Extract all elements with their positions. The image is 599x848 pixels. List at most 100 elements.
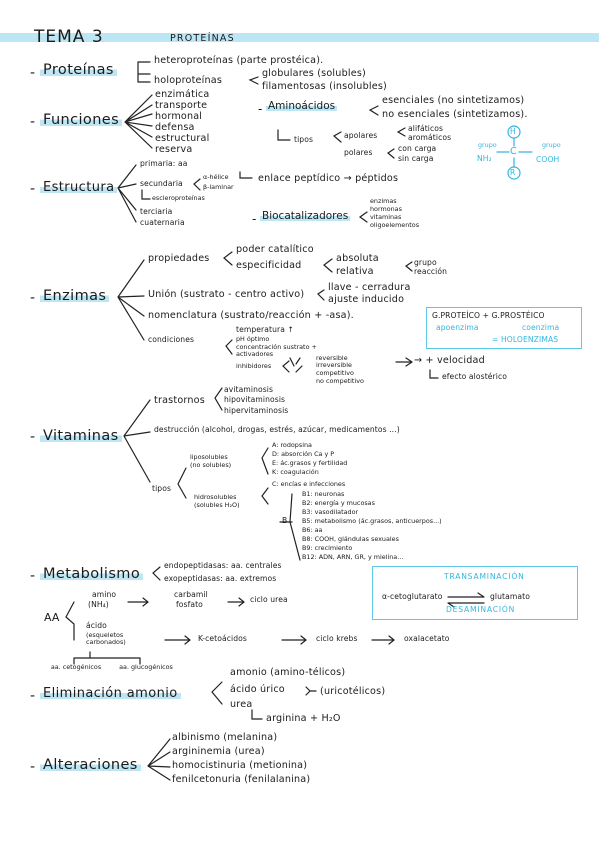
proteinas-item: filamentosas (insolubles) bbox=[262, 81, 387, 92]
vitaminas-tipos: tipos bbox=[152, 484, 172, 493]
esqueletos-label: (esqueletos carbonados) bbox=[86, 631, 126, 646]
lipo-vitamin: K: coagulación bbox=[272, 468, 319, 476]
union-item: llave - cerradura bbox=[328, 282, 411, 293]
relativa-reaccion: reacción bbox=[414, 267, 447, 276]
especificidad-absoluta: absoluta bbox=[336, 253, 379, 264]
enlace-peptidico: enlace peptídico → péptidos bbox=[258, 173, 399, 184]
polares-item: sin carga bbox=[398, 154, 434, 163]
box-line1: G.PROTEÍCO + G.PROSTÉICO bbox=[432, 311, 545, 320]
polares-item: con carga bbox=[398, 144, 437, 153]
vitaminas-heading: Vitaminas bbox=[40, 428, 122, 444]
box-coenzima: coenzima bbox=[522, 323, 560, 332]
aa-h: H bbox=[510, 127, 516, 136]
estructura-primaria: primaria: aa bbox=[140, 159, 188, 168]
lipo-vitamin: E: ác.grasos y fertilidad bbox=[272, 459, 348, 467]
acido-label: ácido bbox=[86, 621, 107, 630]
nh4-label: (NH₄) bbox=[88, 600, 109, 609]
vitamina-b: B3: vasodilatador bbox=[302, 508, 359, 516]
vitamina-b: B2: energía y mucosas bbox=[302, 499, 375, 507]
alteraciones-heading: Alteraciones bbox=[40, 757, 141, 773]
metabolismo-heading: Metabolismo bbox=[40, 566, 144, 582]
vitamina-c: C: encías e infecciones bbox=[272, 480, 346, 488]
aa-label: AA bbox=[44, 611, 60, 624]
condicion-item: activadores bbox=[236, 350, 274, 358]
funciones-heading: Funciones bbox=[40, 112, 123, 128]
biocat-item: vitaminas bbox=[370, 213, 402, 221]
inhibidores-label: inhibidores bbox=[236, 362, 272, 370]
inhibidor-item: no competitivo bbox=[316, 377, 364, 385]
polares-label: polares bbox=[344, 148, 373, 157]
glutamato: glutamato bbox=[490, 592, 530, 601]
union-item: ajuste inducido bbox=[328, 294, 405, 305]
oxalacetato: oxalacetato bbox=[404, 634, 450, 643]
aa-cooh: COOH bbox=[536, 155, 560, 164]
alteracion-item: fenilcetonuria (fenilalanina) bbox=[172, 774, 311, 785]
condicion-item: pH óptimo bbox=[236, 335, 270, 343]
carbamil-label: carbamil bbox=[174, 590, 208, 599]
uricotelicos: (uricotélicos) bbox=[320, 686, 386, 697]
vitamina-b-letter: B bbox=[282, 516, 288, 525]
liposolubles-sub: (no solubles) bbox=[190, 461, 232, 469]
vitamina-b: B12: ADN, ARN, GR, y mielina... bbox=[302, 553, 404, 561]
transaminacion: TRANSAMINACIÓN bbox=[444, 572, 525, 581]
estructura-heading: Estructura bbox=[40, 180, 118, 195]
funciones-item: enzimática bbox=[155, 89, 210, 100]
vitamina-b: B5: metabolismo (ác.grasos, anticuerpos.… bbox=[302, 517, 442, 525]
proteinas-item: heteroproteínas (parte prostéica). bbox=[154, 55, 324, 66]
vitamina-b: B9: crecimiento bbox=[302, 544, 353, 552]
desaminacion: DESAMINACIÓN bbox=[446, 605, 516, 614]
box-apoenzima: apoenzima bbox=[436, 323, 479, 332]
trastorno-item: avitaminosis bbox=[224, 385, 274, 394]
box-holoenzimas: = HOLOENZIMAS bbox=[492, 335, 559, 344]
secundaria-item: β-laminar bbox=[203, 183, 234, 191]
arginina: arginina + H₂O bbox=[266, 713, 341, 724]
biocat-item: enzimas bbox=[370, 197, 397, 205]
topic-title: PROTEÍNAS bbox=[170, 33, 235, 44]
aa-type: no esenciales (sintetizamos). bbox=[382, 109, 528, 120]
poder-catalitico: poder catalítico bbox=[236, 244, 314, 255]
inhibidor-item: competitivo bbox=[316, 369, 354, 377]
velocidad: → + velocidad bbox=[414, 355, 485, 366]
tipos-label: tipos bbox=[294, 135, 314, 144]
estructura-secundaria: secundaria bbox=[140, 179, 183, 188]
inhibidor-item: irreversible bbox=[316, 361, 352, 369]
vitaminas-trastornos: trastornos bbox=[154, 395, 205, 406]
aa-glucogenicos: aa. glucogénicos bbox=[119, 663, 173, 671]
eliminacion-item: ácido úrico bbox=[230, 684, 285, 695]
estructura-cuaternaria: cuaternaria bbox=[140, 218, 185, 227]
aa-type: esenciales (no sintetizamos) bbox=[382, 95, 525, 106]
ciclo-urea: ciclo urea bbox=[250, 595, 288, 604]
alteracion-item: argininemia (urea) bbox=[172, 746, 265, 757]
lipo-vitamin: A: rodopsina bbox=[272, 441, 312, 449]
alteracion-item: albinismo (melanina) bbox=[172, 732, 278, 743]
ciclo-krebs: ciclo krebs bbox=[316, 634, 358, 643]
aa-r: R bbox=[510, 168, 516, 177]
hidrosolubles-sub: (solubles H₂O) bbox=[194, 501, 240, 509]
vitaminas-destruccion: destrucción (alcohol, drogas, estrés, az… bbox=[154, 425, 400, 434]
metabolismo-item: endopeptidasas: aa. centrales bbox=[164, 561, 282, 570]
metabolismo-item: exopeptidasas: aa. extremos bbox=[164, 574, 277, 583]
enzimas-condiciones: condiciones bbox=[148, 335, 195, 344]
transaminacion-box bbox=[372, 566, 578, 620]
cetoacidos: K-cetoácidos bbox=[198, 634, 247, 643]
condicion-item: concentración sustrato + bbox=[236, 343, 317, 351]
trastorno-item: hipervitaminosis bbox=[224, 406, 289, 415]
eliminacion-item: urea bbox=[230, 699, 253, 710]
tema-title: TEMA 3 bbox=[34, 27, 104, 47]
especificidad: especificidad bbox=[236, 260, 302, 271]
proteinas-heading: Proteínas bbox=[40, 62, 117, 78]
biocat-item: hormonas bbox=[370, 205, 402, 213]
enzimas-nomenclatura: nomenclatura (sustrato/reacción + -asa). bbox=[148, 310, 354, 321]
lipo-vitamin: D: absorción Ca y P bbox=[272, 450, 335, 458]
aa-grupo-right: grupo bbox=[542, 141, 561, 149]
fosfato-label: fosfato bbox=[176, 600, 203, 609]
inhibidor-item: reversible bbox=[316, 354, 348, 362]
eliminacion-item: amonio (amino-télicos) bbox=[230, 667, 346, 678]
proteinas-item: globulares (solubles) bbox=[262, 68, 366, 79]
alteracion-item: homocistinuria (metionina) bbox=[172, 760, 308, 771]
funciones-item: reserva bbox=[155, 144, 193, 155]
funciones-item: defensa bbox=[155, 122, 195, 133]
vitamina-b: B6: aa bbox=[302, 526, 323, 534]
especificidad-relativa: relativa bbox=[336, 266, 374, 277]
